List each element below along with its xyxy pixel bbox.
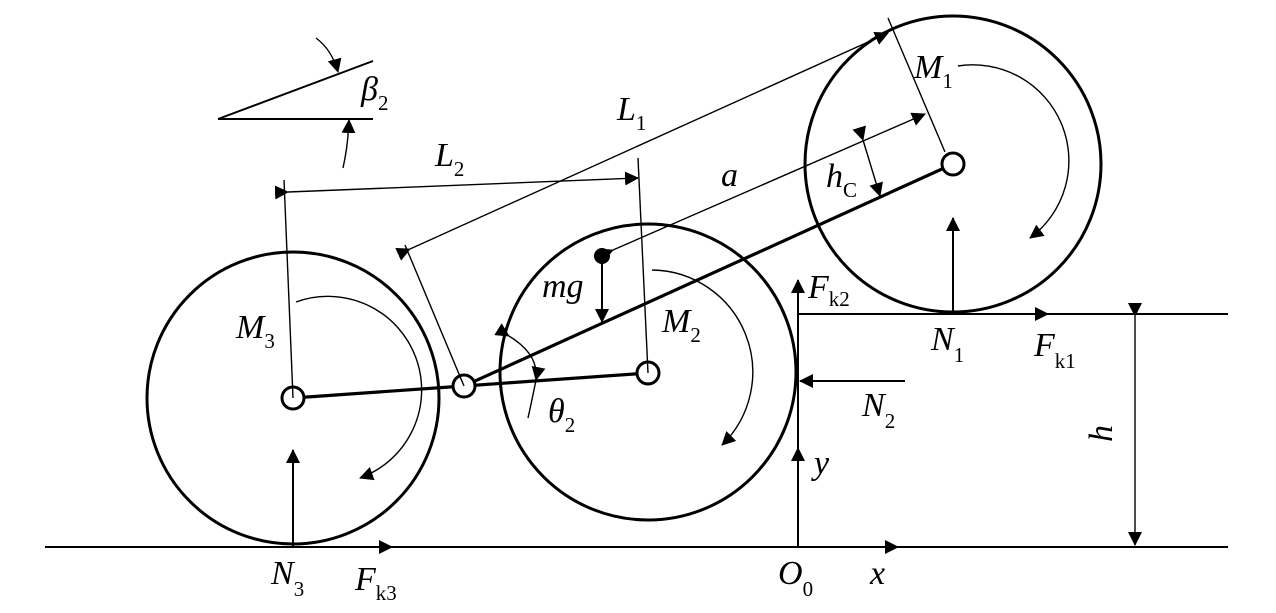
ext-line-wheel3 xyxy=(283,179,294,399)
beta2-angle-icon xyxy=(217,37,374,169)
extension-lines xyxy=(283,17,946,399)
N2-label: N2 xyxy=(861,387,895,433)
beta2-sloped-line xyxy=(217,60,374,120)
a-label: a xyxy=(721,157,738,194)
beta2-label: β2 xyxy=(360,71,388,115)
theta2-label: θ2 xyxy=(548,393,575,437)
L1-dimension xyxy=(395,31,889,261)
L1-label: L1 xyxy=(616,91,646,135)
L2-label: L2 xyxy=(434,137,464,181)
a-dimension xyxy=(598,112,926,262)
ext-line-wheel1 xyxy=(887,17,946,153)
M1-label: M1 xyxy=(913,49,953,93)
ext-line-wheel2 xyxy=(637,157,649,374)
Fk1-label: Fk1 xyxy=(1033,327,1076,373)
M1-moment-arc xyxy=(957,64,1070,239)
x-label: x xyxy=(869,555,885,592)
N1-label: N1 xyxy=(930,321,964,367)
bogie-lower-link xyxy=(463,371,649,388)
hub-1 xyxy=(940,151,966,177)
Fk2-label: Fk2 xyxy=(807,269,850,311)
M2-moment-arc xyxy=(651,269,754,446)
M2-label: M2 xyxy=(661,303,701,347)
mg-label: mg xyxy=(542,268,584,305)
M3-moment-arc xyxy=(295,295,423,481)
Fk3-label: Fk3 xyxy=(354,561,397,605)
theta2-arc-lower xyxy=(527,365,546,419)
ext-line-pivot xyxy=(404,244,465,387)
y-label: y xyxy=(811,445,830,482)
M3-label: M3 xyxy=(235,309,275,353)
O0-label: O0 xyxy=(778,555,813,601)
h-label: h xyxy=(1083,425,1120,442)
rear-link xyxy=(292,384,465,400)
N3-label: N3 xyxy=(270,555,304,601)
hc-label: hC xyxy=(826,158,857,202)
beta2-arc-top xyxy=(315,37,342,73)
hc-dimension xyxy=(852,125,883,197)
beta2-arc-bottom xyxy=(341,119,356,169)
